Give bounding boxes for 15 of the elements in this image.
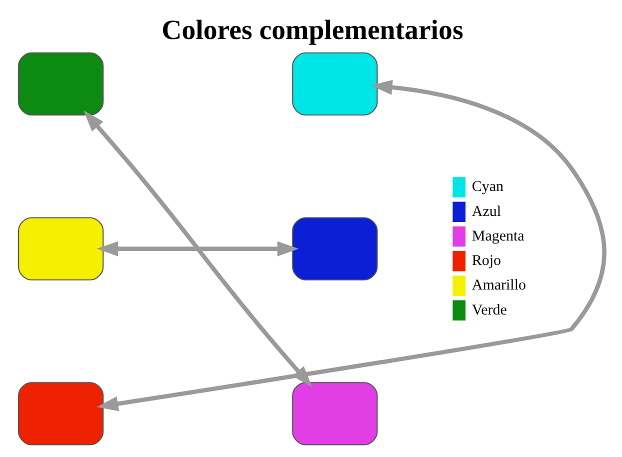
- node-box: [18, 216, 104, 280]
- legend-label: Cyan: [471, 178, 504, 195]
- legend-label: Azul: [471, 203, 501, 220]
- node-box: [18, 382, 104, 445]
- node-box: [292, 216, 378, 280]
- legend-label: Verde: [471, 302, 506, 318]
- legend-label: Rojo: [471, 252, 501, 269]
- node-box: [292, 52, 378, 116]
- arrow: [96, 240, 298, 256]
- legend-label: Magenta: [471, 228, 524, 244]
- arrow: [96, 79, 606, 411]
- node-box: [292, 382, 378, 445]
- node-box: [18, 52, 104, 116]
- legend-label: Amarillo: [471, 277, 526, 294]
- diagram-title: Colores complementarios: [161, 14, 463, 46]
